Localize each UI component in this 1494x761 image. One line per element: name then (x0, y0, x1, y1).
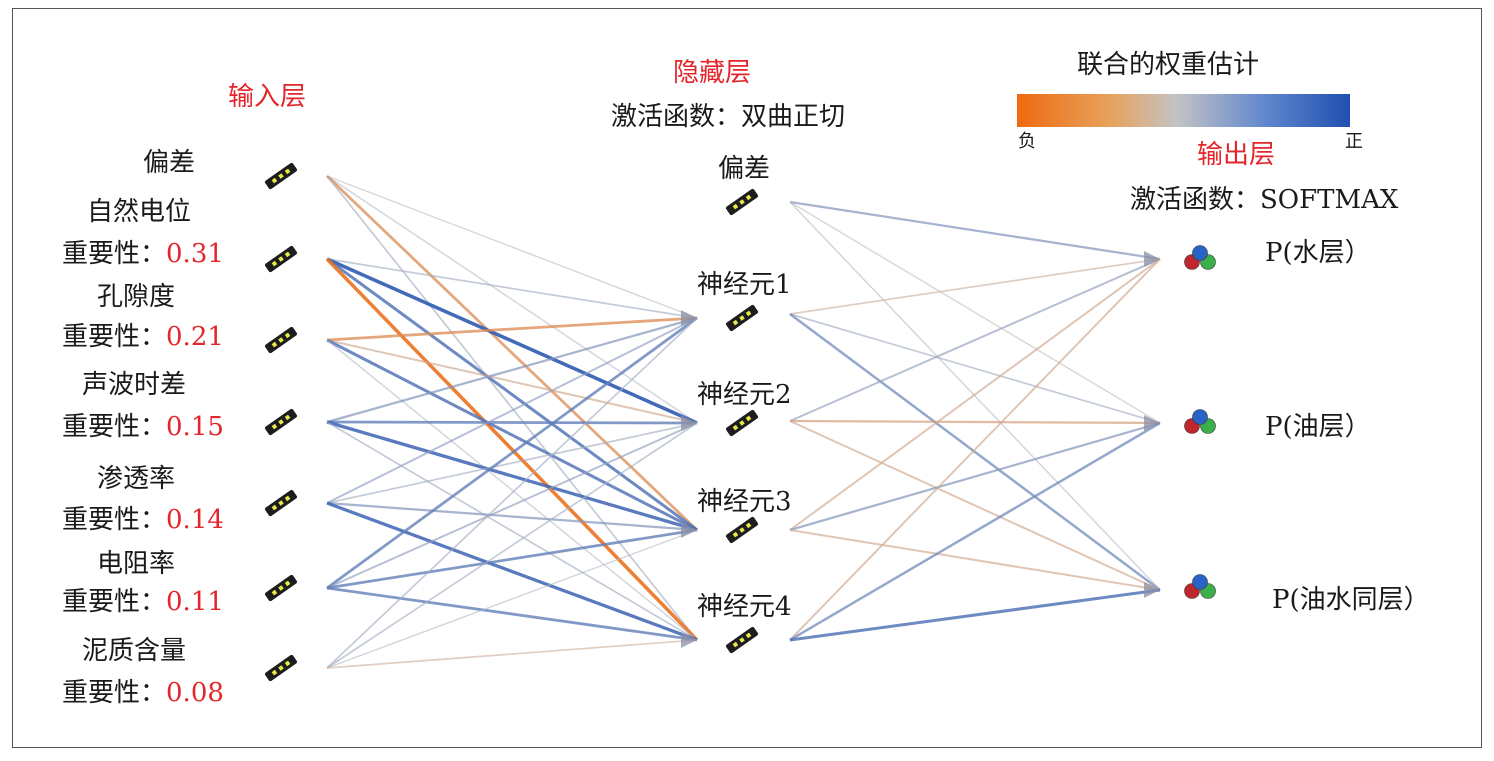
feature-importance: 重要性：0.14 (62, 505, 224, 535)
input-node-icon (264, 162, 298, 190)
input-hidden-edge-3-1 (326, 420, 698, 425)
hidden-node-icon (725, 516, 759, 544)
input-hidden-edge-6-1 (326, 422, 698, 669)
input-hidden-edge-3-3 (326, 421, 698, 641)
output-label: P(水层） (1265, 238, 1371, 268)
feature-importance: 重要性：0.15 (62, 412, 224, 442)
input-hidden-edge-4-3 (326, 501, 698, 642)
input-hidden-edge-5-2 (326, 528, 698, 590)
feature-name: 孔隙度 (97, 282, 176, 312)
hidden-activation-label: 激活函数：双曲正切 (611, 102, 846, 132)
hidden-output-edge-4-0 (789, 258, 1161, 641)
input-bias-label: 偏差 (143, 148, 196, 178)
input-hidden-edge-5-3 (326, 586, 698, 642)
input-hidden-edge-6-3 (326, 639, 698, 669)
hidden-node-icon (725, 304, 759, 332)
hidden-bias-label: 偏差 (718, 154, 771, 184)
weight-color-bar (1017, 94, 1350, 127)
hidden-arrowhead-3 (681, 632, 697, 648)
hidden-output-edge-3-2 (789, 529, 1161, 591)
input-hidden-edge-2-3 (326, 339, 698, 641)
hidden-output-edge-0-1 (789, 201, 1161, 424)
input-node-icon (264, 245, 298, 273)
neuron-label: 神经元4 (697, 592, 792, 622)
feature-name: 渗透率 (97, 464, 176, 494)
feature-name: 声波时差 (82, 370, 187, 400)
figure-frame (12, 8, 1482, 748)
input-node-icon (264, 326, 298, 354)
hidden-arrowhead-2 (681, 522, 697, 538)
output-node-icon (1184, 409, 1216, 434)
input-hidden-edge-3-2 (326, 420, 698, 532)
input-hidden-edge-0-0 (326, 175, 698, 319)
input-hidden-edge-2-0 (326, 316, 698, 342)
feature-name: 自然电位 (87, 197, 192, 227)
hidden-output-edge-4-2 (789, 588, 1161, 642)
legend-negative-label: 负 (1018, 131, 1036, 152)
input-hidden-edge-1-3 (325, 257, 699, 642)
hidden-arrowhead-1 (681, 415, 697, 431)
input-node-icon (264, 654, 298, 682)
feature-name: 电阻率 (97, 549, 176, 579)
neuron-label: 神经元1 (697, 270, 792, 300)
hidden-node-icon (725, 409, 759, 437)
hidden-output-edge-1-1 (789, 313, 1161, 424)
output-arrowhead-0 (1144, 251, 1160, 267)
hidden-output-edge-3-1 (789, 421, 1161, 532)
input-hidden-edge-1-1 (326, 257, 698, 425)
hidden-output-edge-1-2 (789, 312, 1161, 592)
input-hidden-edge-0-3 (326, 175, 698, 641)
input-hidden-edge-6-0 (326, 317, 698, 669)
input-hidden-edge-3-0 (326, 316, 698, 424)
output-node-icon (1184, 574, 1216, 599)
input-hidden-edge-5-1 (326, 422, 698, 589)
feature-importance: 重要性：0.11 (62, 587, 224, 617)
hidden-output-edge-2-1 (789, 419, 1161, 425)
input-hidden-edge-5-0 (326, 316, 698, 590)
output-activation-label: 激活函数：SOFTMAX (1130, 185, 1399, 215)
input-hidden-edge-4-1 (326, 422, 698, 504)
output-arrowhead-2 (1144, 582, 1160, 598)
input-hidden-edge-2-2 (326, 338, 698, 532)
hidden-output-edge-3-0 (789, 258, 1161, 531)
output-label: P(油层） (1265, 412, 1371, 442)
hidden-output-edge-0-0 (789, 200, 1161, 261)
input-node-icon (264, 574, 298, 602)
feature-importance: 重要性：0.08 (62, 678, 224, 708)
input-node-icon (264, 489, 298, 517)
hidden-arrowhead-0 (681, 310, 697, 326)
output-label: P(油水同层） (1272, 585, 1430, 615)
input-node-icon (264, 408, 298, 436)
input-hidden-edge-4-2 (326, 501, 698, 532)
hidden-output-edge-2-0 (789, 258, 1161, 422)
hidden-output-edge-2-2 (789, 420, 1161, 591)
input-hidden-edge-1-0 (326, 258, 698, 319)
hidden-layer-title: 隐藏层 (673, 58, 752, 88)
input-layer-title: 输入层 (228, 82, 307, 112)
hidden-output-edge-1-0 (789, 258, 1161, 315)
feature-name: 泥质含量 (82, 636, 187, 666)
feature-importance: 重要性：0.31 (62, 239, 224, 269)
input-hidden-edge-0-2 (326, 175, 698, 531)
hidden-node-icon (725, 188, 759, 216)
input-hidden-edge-1-2 (326, 257, 698, 532)
output-layer-title: 输出层 (1197, 140, 1276, 170)
output-node-icon (1184, 245, 1216, 270)
input-hidden-edge-0-1 (326, 175, 698, 424)
hidden-output-edge-0-2 (789, 201, 1161, 591)
hidden-node-icon (725, 626, 759, 654)
input-hidden-edge-4-0 (326, 317, 698, 504)
neuron-label: 神经元2 (697, 380, 792, 410)
input-hidden-edge-2-1 (326, 339, 698, 424)
legend-positive-label: 正 (1345, 131, 1363, 152)
neuron-label: 神经元3 (697, 487, 792, 517)
hidden-output-edge-4-1 (789, 421, 1161, 642)
input-hidden-edge-6-2 (326, 529, 698, 669)
legend-title: 联合的权重估计 (1077, 50, 1260, 80)
output-arrowhead-1 (1144, 415, 1160, 431)
feature-importance: 重要性：0.21 (62, 322, 224, 352)
